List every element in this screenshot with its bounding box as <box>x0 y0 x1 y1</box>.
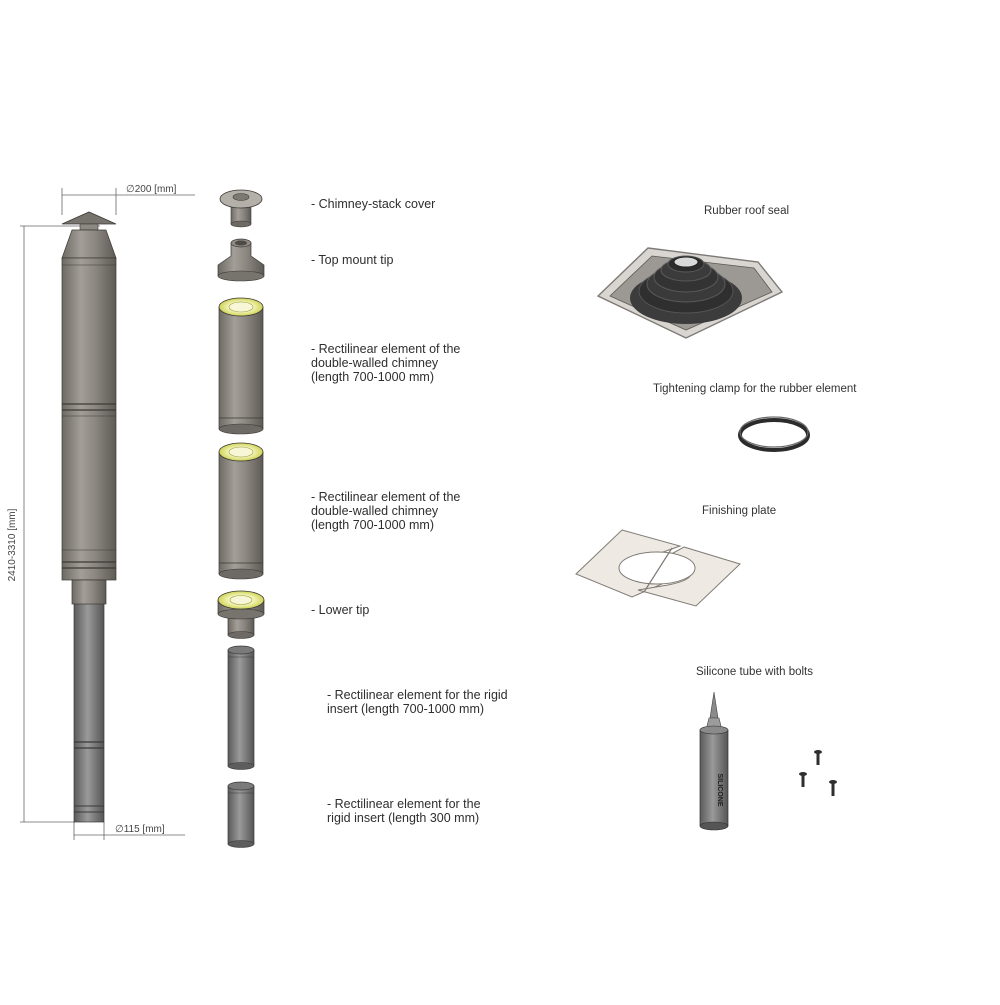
exploded-components <box>217 189 265 848</box>
label-top-mount-tip: - Top mount tip <box>311 253 394 267</box>
bolt <box>829 780 837 796</box>
assembled-double-wall <box>61 257 117 581</box>
bottom-diameter-dimension <box>73 822 185 840</box>
assembled-top-tip <box>61 229 117 259</box>
lower-tip-drawing <box>217 590 265 639</box>
rectilinear-element-2-drawing <box>218 442 264 580</box>
label-rectilinear-element-2: - Rectilinear element of the double-wall… <box>311 490 461 532</box>
title-rubber-roof-seal: Rubber roof seal <box>704 205 790 217</box>
title-tightening-clamp: Tightening clamp for the rubber element <box>653 383 857 395</box>
bolt <box>814 750 822 765</box>
label-rectilinear-element-1: - Rectilinear element of the double-wall… <box>311 342 461 384</box>
assembled-cap <box>61 211 117 225</box>
silicone-tube-brand: SILICONE <box>716 773 723 806</box>
title-silicone-tube: Silicone tube with bolts <box>696 666 813 678</box>
label-chimney-stack-cover: - Chimney-stack cover <box>311 197 436 211</box>
rectilinear-element-1-drawing <box>218 297 264 435</box>
bolts-drawing <box>799 750 837 796</box>
finishing-plate-drawing <box>575 529 741 607</box>
label-lower-tip: - Lower tip <box>311 603 370 617</box>
label-rigid-insert-long: - Rectilinear element for the rigid inse… <box>327 688 508 716</box>
assembled-chimney <box>20 188 195 840</box>
rubber-roof-seal-drawing <box>596 247 784 339</box>
tightening-clamp-drawing <box>738 416 810 452</box>
chimney-stack-cover-drawing <box>219 189 263 228</box>
top-diameter-dimension <box>61 188 195 215</box>
height-label: 2410-3310 [mm] <box>7 508 18 581</box>
bolt <box>799 772 807 787</box>
top-diameter-label: ∅200 [mm] <box>126 184 177 195</box>
rigid-insert-short-drawing <box>227 781 255 848</box>
assembled-rigid-insert <box>73 579 105 823</box>
label-rigid-insert-short: - Rectilinear element for the rigid inse… <box>327 797 481 825</box>
top-mount-tip-drawing <box>217 238 265 282</box>
silicone-tube-drawing: SILICONE <box>699 691 729 831</box>
title-finishing-plate: Finishing plate <box>702 505 777 517</box>
bottom-diameter-label: ∅115 [mm] <box>115 824 165 835</box>
rigid-insert-long-drawing <box>227 645 255 770</box>
